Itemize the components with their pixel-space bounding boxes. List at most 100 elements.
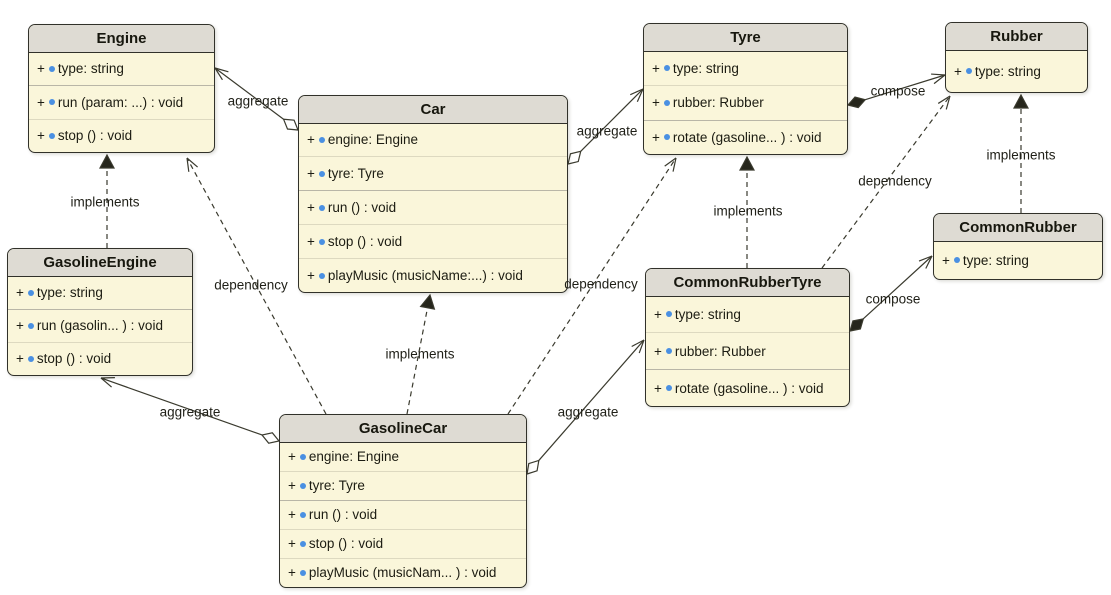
edge-label-common-rubber-tyre-depends-rubber: dependency	[858, 173, 932, 189]
member-bullet-icon	[665, 311, 672, 318]
visibility-public-icon: +	[942, 252, 950, 268]
class-box-common-rubber-tyre[interactable]: CommonRubberTyre+type: string+rubber: Ru…	[645, 268, 850, 407]
visibility-public-icon: +	[652, 95, 660, 111]
member-list: +engine: Engine+tyre: Tyre+run () : void…	[299, 124, 567, 293]
member-row: +type: string	[946, 51, 1087, 93]
member-bullet-icon	[663, 65, 670, 72]
class-box-gasoline-car[interactable]: GasolineCar+engine: Engine+tyre: Tyre+ru…	[279, 414, 527, 588]
visibility-public-icon: +	[288, 449, 296, 465]
member-text: type: string	[57, 61, 124, 77]
class-title-common-rubber: CommonRubber	[934, 214, 1102, 242]
member-bullet-icon	[318, 272, 325, 279]
member-row: +run (param: ...) : void	[29, 85, 214, 120]
member-text: rubber: Rubber	[672, 95, 764, 111]
class-box-common-rubber[interactable]: CommonRubber+type: string	[933, 213, 1103, 280]
member-list: +type: string	[934, 242, 1102, 280]
class-box-rubber[interactable]: Rubber+type: string	[945, 22, 1088, 93]
member-list: +type: string	[946, 51, 1087, 93]
edge-common-rubber-tyre-composes-common-rubber	[849, 255, 933, 332]
edge-gasoline-engine-implements-engine	[98, 153, 116, 248]
visibility-public-icon: +	[307, 268, 315, 284]
edge-label-gasoline-car-implements-car: implements	[385, 346, 455, 362]
class-box-engine[interactable]: Engine + type: string +run (param: ...) : v…	[28, 24, 215, 153]
member-text: playMusic (musicName:...) : void	[327, 268, 523, 284]
class-box-tyre[interactable]: Tyre+type: string+rubber: Rubber+rotate …	[643, 23, 848, 155]
edge-gasoline-car-aggregates-common-rubber-tyre	[526, 339, 645, 475]
class-title-tyre: Tyre	[644, 24, 847, 52]
member-bullet-icon	[299, 453, 306, 460]
member-list: +type: string+rubber: Rubber+rotate (gas…	[644, 52, 847, 155]
edge-gasoline-car-depends-tyre	[507, 157, 677, 415]
class-title-car: Car	[299, 96, 567, 124]
member-row: +type: string	[644, 52, 847, 86]
edge-tyre-composes-rubber	[846, 73, 946, 109]
edge-label-gasoline-car-aggregates-gasoline-engine: aggregate	[159, 404, 221, 420]
visibility-public-icon: +	[654, 380, 662, 396]
class-title-common-rubber-tyre: CommonRubberTyre	[646, 269, 849, 297]
member-row: +type: string	[934, 242, 1102, 280]
member-bullet-icon	[48, 132, 55, 139]
member-text: rotate (gasoline... ) : void	[672, 129, 822, 145]
visibility-public-icon: +	[307, 234, 315, 250]
member-list: + type: string +run (param: ...) : void+st…	[29, 53, 214, 153]
member-bullet-icon	[965, 68, 972, 75]
visibility-public-icon: +	[288, 565, 296, 581]
member-text: rotate (gasoline... ) : void	[674, 380, 824, 396]
member-text: rubber: Rubber	[674, 343, 766, 359]
member-row: + rubber: Rubber	[644, 86, 847, 121]
member-row: +stop () : void	[8, 343, 192, 375]
member-bullet-icon	[299, 569, 306, 576]
visibility-public-icon: +	[652, 60, 660, 76]
visibility-public-icon: +	[654, 343, 662, 359]
member-row: +stop () : void	[29, 120, 214, 153]
member-row: + playMusic (musicNam... ) : void	[280, 559, 526, 587]
member-text: tyre: Tyre	[308, 478, 365, 494]
member-text: run (gasolin... ) : void	[36, 318, 163, 334]
edge-label-car-aggregates-engine: aggregate	[227, 93, 289, 109]
edge-car-aggregates-engine	[214, 67, 299, 131]
member-list: +engine: Engine+tyre: Tyre+run () : void…	[280, 443, 526, 588]
member-bullet-icon	[665, 348, 672, 355]
visibility-public-icon: +	[307, 132, 315, 148]
visibility-public-icon: +	[37, 128, 45, 144]
member-row: +engine: Engine	[299, 124, 567, 158]
member-row: + rotate (gasoline... ) : void	[646, 369, 849, 406]
visibility-public-icon: +	[288, 536, 296, 552]
class-title-engine: Engine	[29, 25, 214, 53]
member-text: run () : void	[327, 200, 397, 216]
visibility-public-icon: +	[37, 94, 45, 110]
member-bullet-icon	[318, 170, 325, 177]
member-text: stop () : void	[36, 351, 112, 367]
class-box-car[interactable]: Car+engine: Engine+tyre: Tyre+run () : v…	[298, 95, 568, 293]
member-row: + playMusic (musicName:...) : void	[299, 259, 567, 292]
member-bullet-icon	[318, 238, 325, 245]
edge-common-rubber-tyre-implements-tyre	[738, 155, 756, 268]
edge-label-common-rubber-tyre-composes-common-rubber: compose	[865, 291, 921, 307]
class-title-rubber: Rubber	[946, 23, 1087, 51]
visibility-public-icon: +	[288, 507, 296, 523]
member-list: +type: string+rubber: Rubber+rotate (gas…	[646, 297, 849, 407]
member-text: type: string	[36, 285, 103, 301]
member-bullet-icon	[665, 385, 672, 392]
member-row: +run () : void	[299, 190, 567, 226]
member-bullet-icon	[48, 65, 55, 72]
edge-label-common-rubber-tyre-implements-tyre: implements	[713, 203, 783, 219]
member-row: +engine: Engine	[280, 443, 526, 472]
edge-label-common-rubber-implements-rubber: implements	[986, 147, 1056, 163]
edge-label-gasoline-car-depends-engine: dependency	[214, 277, 288, 293]
member-bullet-icon	[318, 136, 325, 143]
member-bullet-icon	[318, 204, 325, 211]
edge-label-gasoline-car-aggregates-common-rubber-tyre: aggregate	[557, 404, 619, 420]
member-text: tyre: Tyre	[327, 166, 384, 182]
member-text: playMusic (musicNam... ) : void	[308, 565, 497, 581]
member-row: +type: string	[8, 277, 192, 310]
edge-label-gasoline-engine-implements-engine: implements	[70, 194, 140, 210]
class-box-gasoline-engine[interactable]: GasolineEngine+type: string+run (gasolin…	[7, 248, 193, 376]
edge-label-gasoline-car-depends-tyre: dependency	[564, 276, 638, 292]
edge-car-aggregates-tyre	[567, 88, 644, 165]
visibility-public-icon: +	[652, 129, 660, 145]
member-bullet-icon	[953, 257, 960, 264]
member-bullet-icon	[299, 511, 306, 518]
